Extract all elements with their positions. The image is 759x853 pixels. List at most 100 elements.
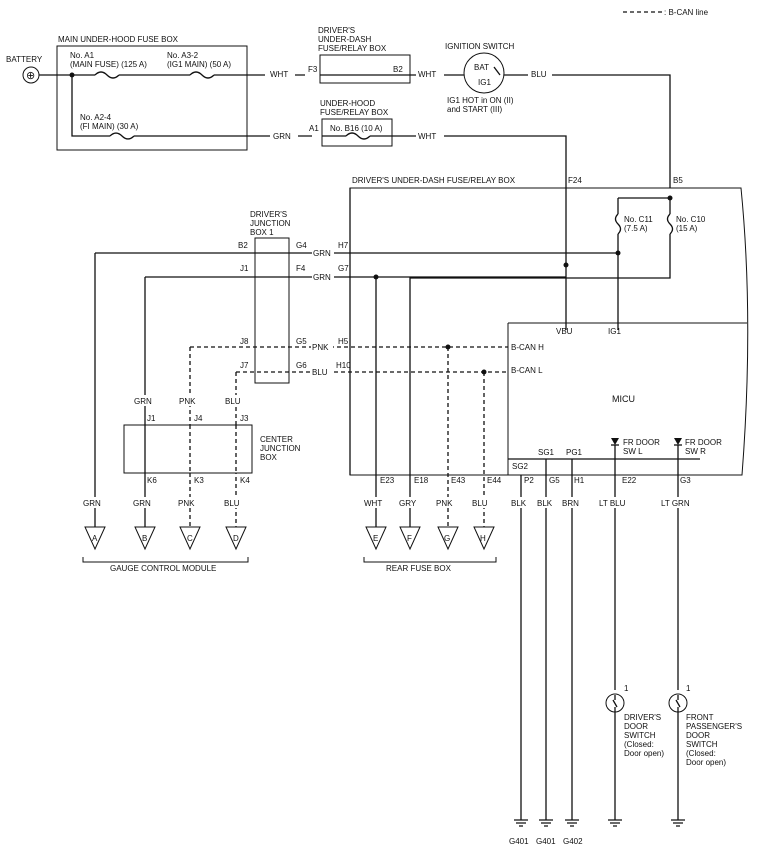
driver-door-switch-line5: Door open) xyxy=(624,749,664,758)
wire-color-grn-1: GRN xyxy=(273,132,291,141)
pin-g7: G7 xyxy=(338,264,349,273)
legend: : B-CAN line xyxy=(623,8,709,17)
main-fuse-box-title: MAIN UNDER-HOOD FUSE BOX xyxy=(58,35,179,44)
fr-door-sw-r-diode-icon xyxy=(674,438,682,445)
wire-color-grn-4: GRN xyxy=(134,397,152,406)
fuse-a3-number: No. A3-2 xyxy=(167,51,199,60)
center-jb-line1: CENTER xyxy=(260,435,293,444)
micu-pin-bcan-l: B-CAN L xyxy=(511,366,543,375)
center-jb-pin-k6: K6 xyxy=(147,476,157,485)
passenger-door-switch-pin: 1 xyxy=(686,684,691,693)
connector-b-icon xyxy=(134,526,156,551)
micu-pin-vbu: VBU xyxy=(556,327,573,336)
big-box-title: DRIVER'S UNDER-DASH FUSE/RELAY BOX xyxy=(352,176,516,185)
connector-a-label: A xyxy=(92,534,98,543)
wire-color-gry-f: GRY xyxy=(399,499,417,508)
driver-door-switch: 1 DRIVER'S DOOR SWITCH (Closed: Door ope… xyxy=(605,684,664,820)
connector-e-icon xyxy=(365,526,387,551)
wire-color-pnk-1: PNK xyxy=(312,343,329,352)
fuse-a2-number: No. A2-4 xyxy=(80,113,112,122)
bcan-legend-label: : B-CAN line xyxy=(664,8,709,17)
micu-pin-ig1: IG1 xyxy=(608,327,621,336)
battery: BATTERY ⊕ xyxy=(6,55,43,84)
micu-pin-sg2: SG2 xyxy=(512,462,529,471)
micu-pin-h1: H1 xyxy=(574,476,585,485)
wire-color-wht-3: WHT xyxy=(418,132,436,141)
underhood-box-line2: FUSE/RELAY BOX xyxy=(320,108,389,117)
micu-frl-line2: SW L xyxy=(623,447,643,456)
bottom-wire-colors: GRN GRN PNK BLU WHT GRY PNK BLU xyxy=(82,497,497,508)
wire-color-grn-3: GRN xyxy=(313,273,331,282)
ground-symbols: G401 G401 G402 xyxy=(509,819,685,846)
wire-color-blu-d: BLU xyxy=(224,499,240,508)
wire-color-blk-1: BLK xyxy=(511,499,527,508)
ignition-switch-title: IGNITION SWITCH xyxy=(445,42,515,51)
connector-e-label: E xyxy=(373,534,378,543)
wire-color-pnk-2: PNK xyxy=(179,397,196,406)
fr-door-sw-l-diode-icon xyxy=(611,438,619,445)
jb1-pin-b2: B2 xyxy=(238,241,248,250)
wire-color-blk-2: BLK xyxy=(537,499,553,508)
wire-color-grn-a: GRN xyxy=(83,499,101,508)
connector-c-icon xyxy=(179,526,201,551)
ground-icon-driver-door xyxy=(608,819,622,827)
micu-pin-p2: P2 xyxy=(524,476,534,485)
jb1-pin-f4: F4 xyxy=(296,264,306,273)
driver-door-switch-line3: SWITCH xyxy=(624,731,656,740)
ignition-switch: IGNITION SWITCH BAT IG1 IG1 HOT in ON (I… xyxy=(445,42,671,188)
center-jb-pin-k3: K3 xyxy=(194,476,204,485)
pin-f3: F3 xyxy=(308,65,318,74)
wire-color-wht-2: WHT xyxy=(418,70,436,79)
micu-outline xyxy=(507,322,747,475)
center-jb-pin-j1: J1 xyxy=(147,414,156,423)
center-junction-box-outline xyxy=(123,424,253,474)
micu-pin-pg1: PG1 xyxy=(566,448,583,457)
passenger-door-switch-line3: DOOR xyxy=(686,731,710,740)
wire-color-pnk-g: PNK xyxy=(436,499,453,508)
wire-color-lt-grn: LT GRN xyxy=(661,499,690,508)
driver-underdash-relay-box-main: DRIVER'S UNDER-DASH FUSE/RELAY BOX F24 B… xyxy=(336,176,749,485)
driver-door-switch-line1: DRIVER'S xyxy=(624,713,661,722)
pin-a1: A1 xyxy=(309,124,319,133)
connector-f-label: F xyxy=(407,534,412,543)
pin-f24: F24 xyxy=(568,176,582,185)
passenger-door-switch-line4: SWITCH xyxy=(686,740,718,749)
fuse-c11-rating: (7.5 A) xyxy=(624,224,648,233)
micu-pin-bcan-h: B-CAN H xyxy=(511,343,544,352)
jb1-pin-g6: G6 xyxy=(296,361,307,370)
micu: VBU IG1 B-CAN H B-CAN L MICU SG1 PG1 SG2… xyxy=(507,322,747,485)
connector-d-icon xyxy=(225,526,247,551)
wire-color-wht-1: WHT xyxy=(270,70,288,79)
rear-fuse-box-label: REAR FUSE BOX xyxy=(386,564,452,573)
fuse-b16-rating: No. B16 (10 A) xyxy=(330,124,383,133)
fuse-c10-rating: (15 A) xyxy=(676,224,698,233)
micu-frl-line1: FR DOOR xyxy=(623,438,660,447)
fuse-a2-icon xyxy=(109,132,135,140)
ignition-note-line1: IG1 HOT in ON (II) xyxy=(447,96,514,105)
pin-e44: E44 xyxy=(487,476,502,485)
driver-relay-box-line2: UNDER-DASH xyxy=(318,35,372,44)
passenger-door-switch-line5: (Closed: xyxy=(686,749,716,758)
connector-h-icon xyxy=(473,526,495,551)
ground-icon-passenger-door xyxy=(671,819,685,827)
pin-e18: E18 xyxy=(414,476,429,485)
battery-label: BATTERY xyxy=(6,55,43,64)
ignition-switch-icon xyxy=(463,52,505,94)
wire-color-blu-3: BLU xyxy=(225,397,241,406)
pin-e23: E23 xyxy=(380,476,395,485)
connector-d-label: D xyxy=(233,534,239,543)
fuse-c10-icon xyxy=(666,213,674,235)
micu-pin-sg1: SG1 xyxy=(538,448,555,457)
gry-feed-wire xyxy=(409,234,671,475)
wire-color-wht-e: WHT xyxy=(364,499,382,508)
junction-box-1-outline xyxy=(254,237,290,384)
ground-label-g401a: G401 xyxy=(509,837,529,846)
driver-relay-box-line1: DRIVER'S xyxy=(318,26,355,35)
ground-icon-g401a xyxy=(514,819,528,827)
center-jb-pin-j4: J4 xyxy=(194,414,203,423)
wire-color-blu-h: BLU xyxy=(472,499,488,508)
driver-relay-box-outline xyxy=(319,54,411,84)
battery-plus-symbol: ⊕ xyxy=(26,70,35,82)
wire-color-blu-2: BLU xyxy=(312,368,328,377)
